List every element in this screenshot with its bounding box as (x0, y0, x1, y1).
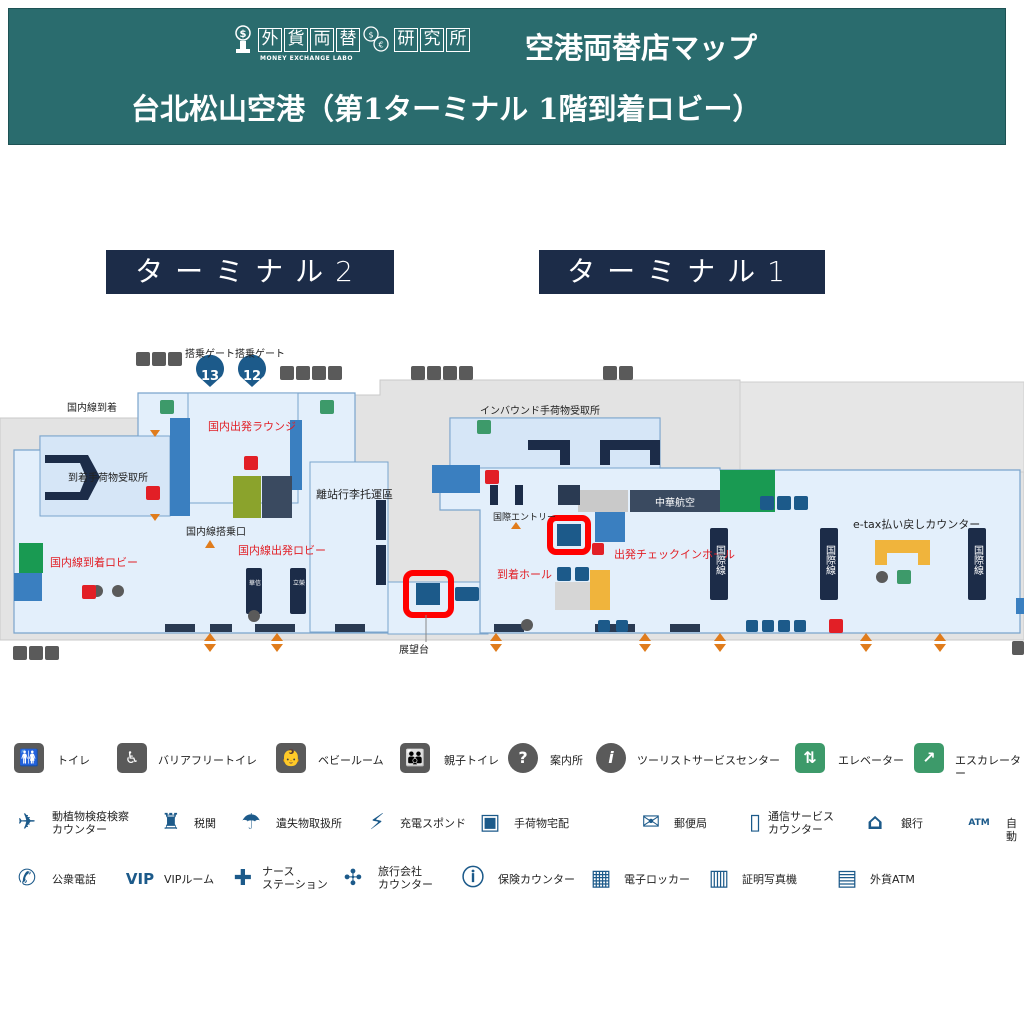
currency-coins-icon: $€ (362, 25, 390, 53)
svg-text:$: $ (368, 31, 373, 40)
label-pillar-2: 立榮 (293, 579, 305, 587)
logo-char: 外 (258, 28, 282, 52)
legend-label: エレベーター (838, 754, 904, 767)
label-domestic-lounge: 国内出発ラウンジ (208, 419, 296, 433)
legend-label: ツーリストサービスセンター (637, 754, 780, 767)
svg-text:$: $ (240, 29, 247, 40)
logo-char: 替 (336, 28, 360, 52)
label-international-line-3: 国際線 (972, 545, 984, 575)
map-title: 空港両替店マップ (525, 31, 758, 65)
legend-label: 証明写真機 (742, 873, 797, 886)
label-international-line-1: 国際線 (714, 545, 726, 575)
legend-label: ナース ステーション (262, 865, 328, 891)
logo-char: 所 (446, 28, 470, 52)
label-inbound-baggage: インバウンド手荷物受取所 (480, 404, 600, 417)
legend-label: 税関 (194, 817, 216, 830)
legend-label: 手荷物宅配 (514, 817, 569, 830)
tourist-center-icon: i (596, 743, 626, 773)
header-banner: $ 外 貨 両 替 $€ 研 究 所 MONEY EXCHANGE LABO 空… (8, 8, 1006, 145)
logo-subtitle: MONEY EXCHANGE LABO (260, 55, 353, 62)
terminal1-banner: ターミナル1 (539, 250, 825, 294)
photo-booth-icon: ▥ (708, 866, 730, 891)
label-arrival-hall: 到着ホール (497, 567, 552, 581)
label-pillar-1: 華信 (249, 579, 261, 587)
label-transfer-baggage: 離站行李托運區 (316, 487, 393, 501)
family-toilet-icon: 👪 (400, 743, 430, 773)
legend-label: 公衆電話 (52, 873, 96, 886)
legend-label: 親子トイレ (444, 754, 499, 767)
floor-map: 13 12 (0, 347, 1024, 660)
legend-label: 郵便局 (674, 817, 707, 830)
charging-icon: ⚡ (369, 810, 385, 835)
label-domestic-arrival-top: 国内線到着 (67, 401, 117, 414)
legend-label: ベビールーム (318, 754, 384, 767)
baggage-delivery-icon: ▣ (479, 810, 501, 835)
legend-label: 保険カウンター (498, 873, 575, 886)
legend-label: 動植物検疫検察 カウンター (52, 810, 129, 836)
travel-agency-icon: ✣ (343, 866, 363, 891)
legend-label: 電子ロッカー (624, 873, 690, 886)
toilet-icon: 🚻 (14, 743, 44, 773)
baby-room-icon: 👶 (276, 743, 306, 773)
gate-12-label: 12 (243, 369, 261, 384)
legend: 🚻 トイレ ♿ バリアフリートイレ 👶 ベビールーム 👪 親子トイレ ? 案内所… (0, 740, 1024, 900)
logo-char: 両 (310, 28, 334, 52)
legend-label: 旅行会社 カウンター (378, 865, 433, 891)
label-international-entry: 国際エントリー (493, 511, 556, 523)
facility-icons (13, 352, 1024, 660)
nurse-station-icon: ✚ (233, 866, 253, 891)
foreign-atm-icon: ▤ (836, 866, 858, 891)
legend-label: 遺失物取扱所 (276, 817, 342, 830)
escalator-icon: ↗ (914, 743, 944, 773)
insurance-icon: ⓘ (461, 866, 484, 891)
terminal2-banner: ターミナル2 (106, 250, 394, 294)
entrance-arrows (150, 430, 946, 652)
legend-label: VIPルーム (164, 873, 215, 886)
bank-icon: ⌂ (867, 810, 883, 835)
label-domestic-arrival-lobby: 国内線到着ロビー (50, 555, 138, 569)
locker-icon: ▦ (590, 866, 612, 891)
label-boarding-gate: 搭乗ゲート搭乗ゲート (185, 347, 285, 360)
legend-label: 通信サービス カウンター (768, 810, 834, 836)
label-international-line-2: 国際線 (824, 545, 836, 575)
svg-text:€: € (378, 41, 383, 50)
label-domestic-departure-lobby: 国内線出発ロビー (238, 543, 326, 557)
label-departure-checkin-hall: 出発チェックインホール (614, 547, 735, 561)
logo-char: 貨 (284, 28, 308, 52)
label-etax-counter: e-tax払い戻しカウンター (853, 517, 980, 531)
legend-label: 充電スポンド (400, 817, 466, 830)
information-icon: ? (508, 743, 538, 773)
logo: $ 外 貨 両 替 $€ 研 究 所 MONEY EXCHANGE LABO (234, 19, 489, 62)
elevator-icon: ⇅ (795, 743, 825, 773)
label-baggage-claim: 到着手荷物受取所 (68, 471, 148, 484)
money-bag-icon: $ (234, 25, 252, 55)
quarantine-icon: ✈ (17, 810, 37, 835)
public-phone-icon: ✆ (17, 866, 37, 891)
legend-label: トイレ (57, 754, 90, 767)
post-office-icon: ✉ (641, 810, 661, 835)
legend-label: 銀行 (901, 817, 923, 830)
legend-label: エスカレーター (955, 754, 1021, 780)
gate-13-label: 13 (201, 369, 219, 384)
barrier-free-toilet-icon: ♿ (117, 743, 147, 773)
legend-label: バリアフリートイレ (158, 754, 257, 767)
gate-13-marker: 13 (196, 354, 224, 387)
logo-char: 究 (420, 28, 444, 52)
mobile-service-icon: ▯ (748, 810, 762, 835)
map-subtitle: 台北松山空港（第1ターミナル 1階到着ロビー） (131, 92, 762, 126)
atm-icon: ATM (968, 818, 990, 828)
customs-icon: ♜ (161, 810, 181, 835)
label-domestic-boarding: 国内線搭乗口 (186, 525, 246, 538)
legend-label: 外貨ATM (870, 873, 915, 886)
lost-found-icon: ☂ (241, 810, 261, 835)
legend-label: 自動 (1006, 817, 1017, 843)
gate-12-marker: 12 (237, 354, 266, 387)
label-observation-deck: 展望台 (399, 643, 429, 656)
vip-icon: VIP (125, 870, 155, 888)
logo-char: 研 (394, 28, 418, 52)
label-china-airlines: 中華航空 (655, 496, 695, 509)
legend-label: 案内所 (550, 754, 583, 767)
